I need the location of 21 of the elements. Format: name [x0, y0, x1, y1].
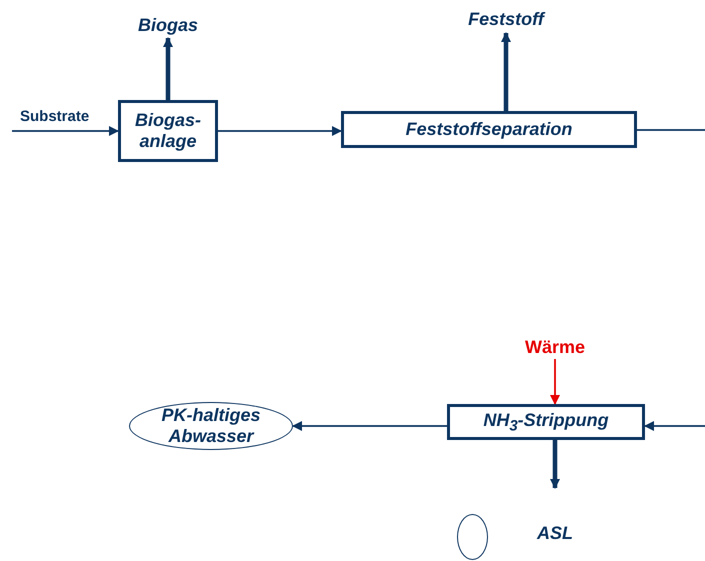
process-box	[118, 100, 218, 162]
arrow	[550, 440, 560, 489]
output-label: ASL	[528, 488, 582, 548]
arrow	[163, 37, 173, 100]
output-ellipse	[129, 402, 293, 450]
arrow	[550, 359, 560, 405]
arrow	[218, 126, 342, 136]
process-label: PK-haltiges Abwasser	[160, 405, 262, 447]
process-box	[341, 111, 637, 148]
process-label: Feststoffseparation	[406, 119, 572, 140]
arrow	[644, 421, 705, 431]
empty-ellipse	[457, 514, 488, 560]
process-label: Biogas-anlage	[134, 110, 202, 152]
arrow	[12, 126, 119, 136]
arrow	[501, 32, 511, 111]
output-label: Biogas	[126, 12, 210, 38]
process-box	[447, 404, 645, 440]
process-label: NH$_{3}$-Strippung	[483, 410, 609, 434]
input-label: Wärme	[512, 335, 598, 359]
arrow	[292, 421, 447, 431]
output-label: Feststoff	[456, 5, 556, 33]
